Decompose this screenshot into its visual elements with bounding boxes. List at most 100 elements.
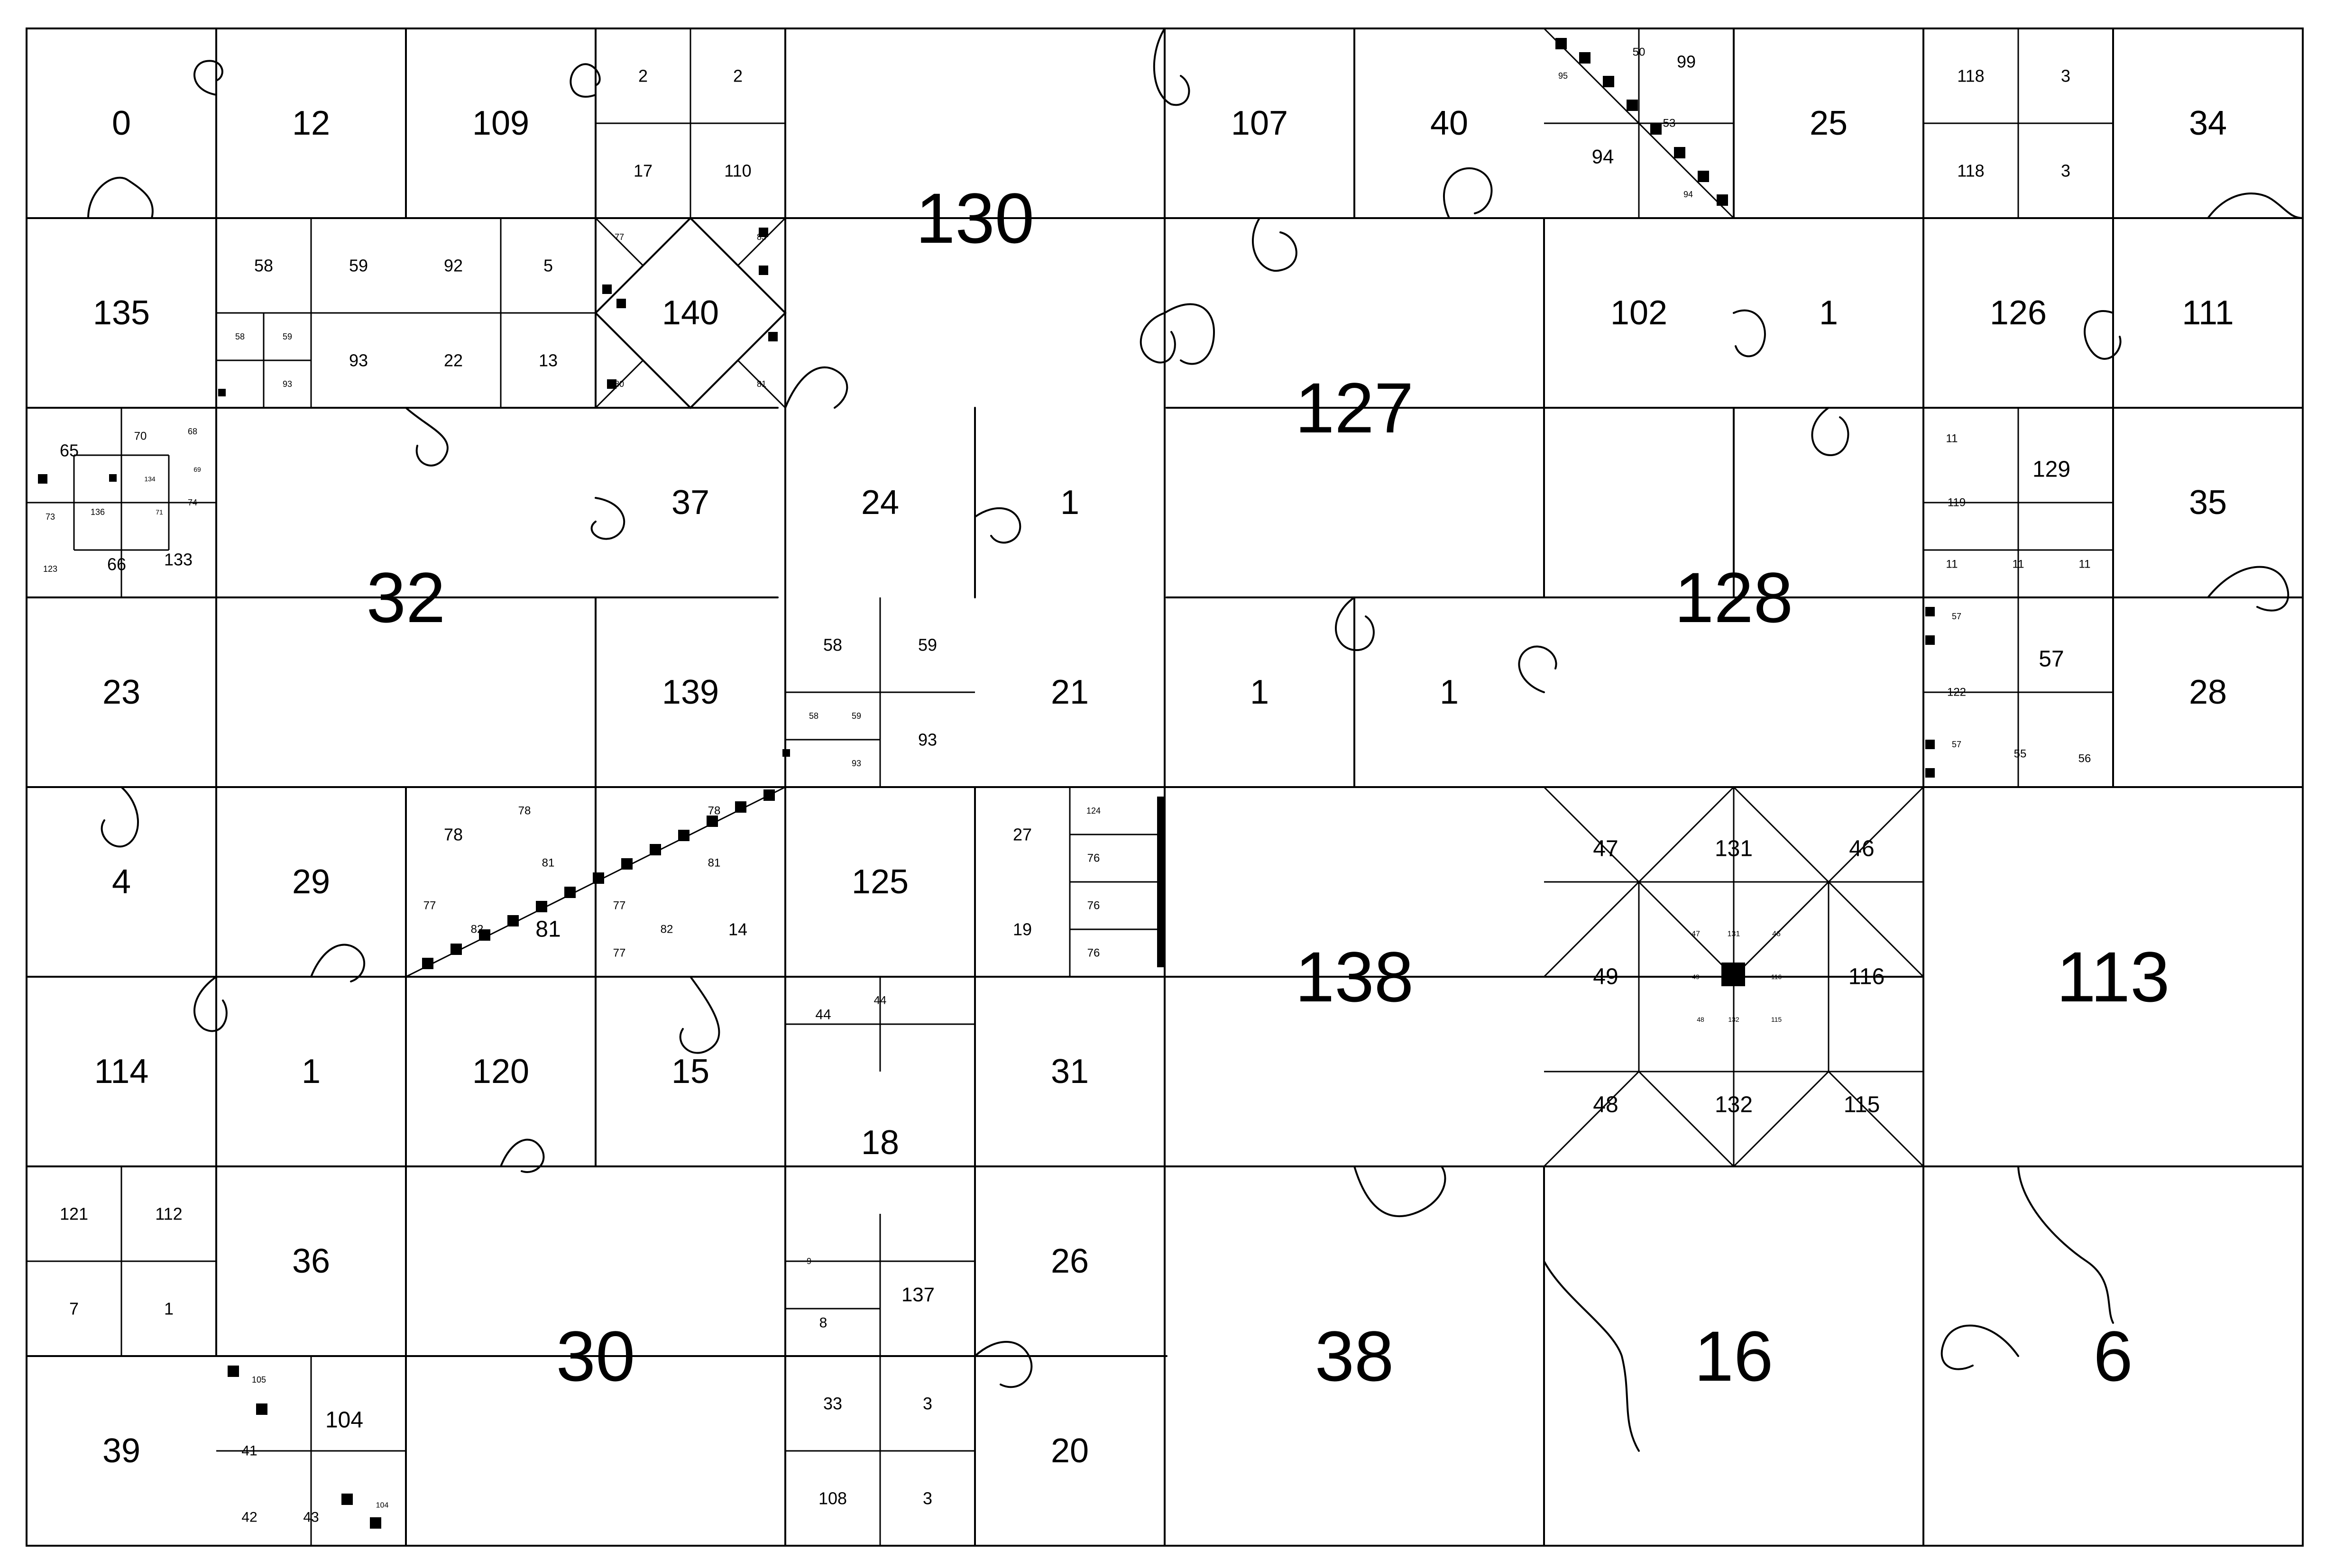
piece-label: 93	[349, 351, 368, 370]
piece-label: 32	[367, 558, 446, 637]
piece-label: 122	[1947, 686, 1966, 699]
piece-label: 68	[188, 427, 197, 436]
piece-label: 23	[102, 673, 140, 711]
piece-label: 94	[1683, 190, 1693, 199]
piece-label: 35	[2189, 484, 2227, 522]
piece-label: 3	[923, 1394, 932, 1413]
piece-label: 119	[1948, 496, 1966, 509]
piece-label: 29	[292, 863, 330, 901]
piece-label: 2	[638, 66, 648, 86]
piece-label: 59	[852, 711, 861, 721]
piece-label: 126	[1990, 294, 2047, 332]
piece-label: 115	[1771, 1016, 1782, 1023]
piece-label: 131	[1715, 836, 1753, 862]
piece-label: 132	[1728, 1016, 1739, 1023]
piece-label: 17	[634, 161, 653, 181]
piece-label: 116	[1848, 964, 1885, 990]
piece-label: 93	[283, 379, 292, 389]
piece-label: 118	[1957, 161, 1984, 181]
piece-label: 31	[1051, 1053, 1089, 1091]
piece-label: 80	[615, 379, 624, 389]
piece-label: 78	[708, 805, 721, 817]
piece-label: 41	[241, 1443, 257, 1459]
piece-label: 39	[102, 1432, 140, 1470]
piece-label: 83	[757, 232, 766, 242]
piece-label: 76	[1087, 899, 1100, 912]
piece-label: 102	[1610, 294, 1667, 332]
piece-label: 15	[671, 1053, 709, 1091]
piece-label: 77	[423, 899, 436, 912]
piece-label: 48	[1593, 1092, 1618, 1118]
piece-label: 120	[472, 1053, 529, 1091]
piece-label: 128	[1674, 558, 1793, 637]
piece-label: 81	[757, 379, 766, 389]
piece-label: 77	[613, 899, 626, 912]
piece-label: 57	[1952, 740, 1961, 749]
piece-label: 92	[444, 256, 463, 275]
piece-label: 46	[1849, 836, 1874, 862]
piece-label: 3	[923, 1489, 932, 1508]
piece-label: 58	[823, 635, 842, 655]
piece-label: 58	[235, 332, 245, 341]
piece-label: 1	[164, 1299, 174, 1319]
piece-label: 28	[2189, 673, 2227, 711]
piece-label: 25	[1810, 104, 1848, 142]
piece-label: 70	[134, 430, 147, 443]
piece-label: 0	[112, 104, 131, 142]
piece-label: 4	[112, 863, 131, 901]
piece-label: 57	[2039, 647, 2064, 672]
piece-label: 123	[43, 564, 57, 574]
piece-label: 9	[807, 1256, 811, 1266]
piece-label: 26	[1051, 1242, 1089, 1280]
piece-label: 81	[535, 917, 561, 942]
piece-label: 20	[1051, 1432, 1089, 1470]
piece-label: 5	[543, 256, 553, 275]
piece-label: 34	[2189, 104, 2227, 142]
piece-label: 53	[1663, 117, 1676, 130]
piece-label: 82	[471, 923, 484, 936]
piece-label: 12	[292, 104, 330, 142]
piece-label: 131	[1728, 930, 1740, 938]
piece-label: 58	[809, 711, 818, 721]
piece-label: 73	[46, 512, 55, 522]
piece-label: 130	[916, 178, 1034, 258]
piece-label: 14	[728, 920, 747, 939]
piece-label: 112	[155, 1204, 182, 1224]
piece-label: 11	[1946, 432, 1958, 445]
piece-label: 78	[444, 825, 463, 844]
piece-label: 77	[615, 232, 624, 242]
piece-label: 24	[861, 484, 899, 522]
piece-label: 11	[2079, 558, 2091, 571]
piece-label: 104	[325, 1408, 363, 1433]
piece-label: 118	[1957, 66, 1984, 86]
piece-label: 50	[1633, 46, 1646, 59]
piece-label: 48	[1697, 1016, 1704, 1023]
piece-label: 114	[94, 1053, 149, 1091]
piece-label: 109	[472, 104, 529, 142]
piece-label: 138	[1295, 937, 1414, 1017]
piece-label: 115	[1844, 1092, 1880, 1118]
piece-label: 65	[60, 441, 79, 460]
piece-label: 1	[1819, 294, 1838, 332]
piece-label: 110	[724, 161, 751, 181]
piece-label: 40	[1430, 104, 1468, 142]
piece-label: 93	[852, 759, 861, 768]
piece-label: 22	[444, 351, 463, 370]
piece-label: 1	[302, 1053, 321, 1091]
piece-label: 99	[1677, 52, 1696, 72]
piece-label: 57	[1952, 612, 1961, 621]
piece-label: 71	[156, 508, 163, 516]
piece-label: 47	[1692, 930, 1700, 938]
piece-label: 11	[2013, 558, 2024, 571]
piece-label: 111	[2182, 294, 2234, 332]
piece-label: 1	[1440, 673, 1459, 711]
piece-label: 77	[613, 947, 626, 960]
piece-label: 69	[193, 466, 201, 473]
piece-label: 1	[1060, 484, 1079, 522]
piece-label: 3	[2061, 161, 2070, 181]
piece-label: 36	[292, 1242, 330, 1280]
piece-label: 13	[539, 351, 558, 370]
piece-label: 135	[93, 294, 150, 332]
piece-label: 30	[556, 1316, 635, 1396]
